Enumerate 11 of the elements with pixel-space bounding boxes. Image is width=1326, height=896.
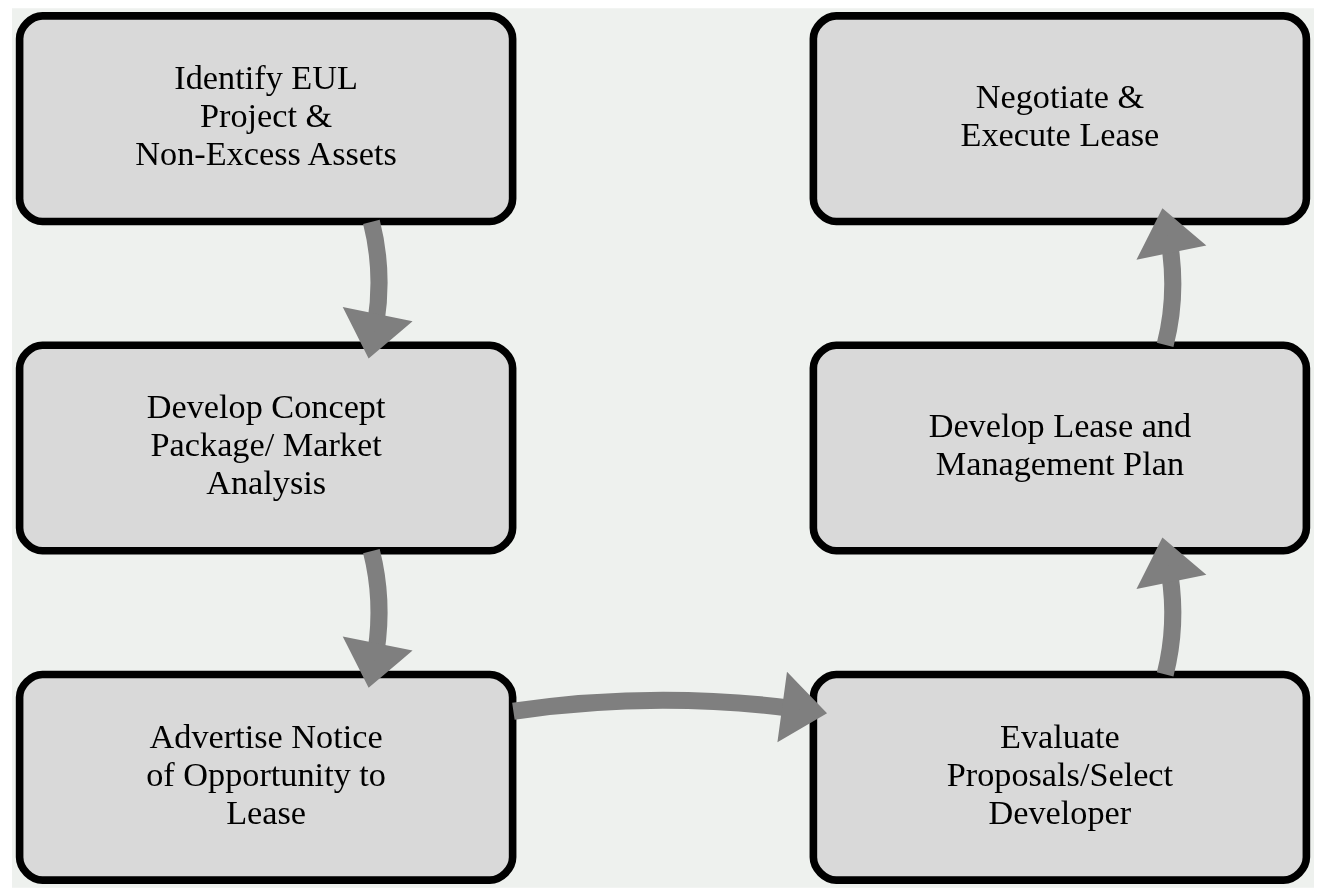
node-box: Identify EUL Project & Non-Excess Assets: [15, 12, 517, 226]
node-box: Negotiate & Execute Lease: [809, 12, 1311, 226]
arrow: [342, 549, 413, 688]
arrow: [1136, 537, 1207, 677]
node-box: Develop Concept Package/ Market Analysis: [15, 341, 517, 555]
arrow: [342, 219, 413, 359]
arrow: [512, 671, 828, 743]
node-box: Develop Lease and Management Plan: [809, 341, 1311, 555]
node-box: Advertise Notice of Opportunity to Lease: [15, 670, 517, 884]
arrow: [1136, 208, 1207, 347]
node-box: Evaluate Proposals/Select Developer: [809, 670, 1311, 884]
